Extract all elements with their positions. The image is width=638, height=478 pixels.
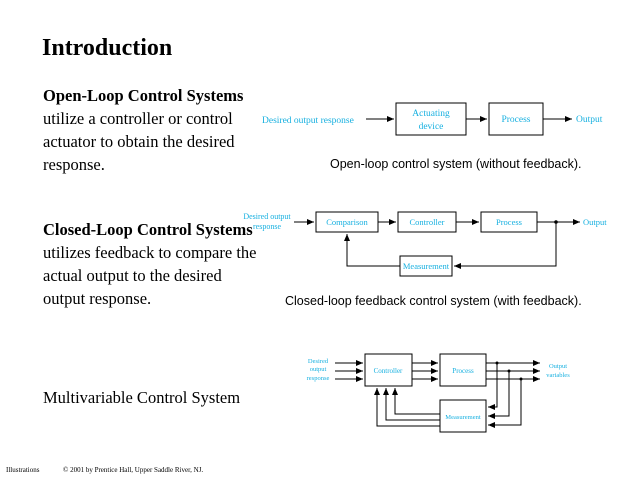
d3-controller-label: Controller <box>374 367 403 375</box>
d2-measurement-label: Measurement <box>403 261 450 271</box>
open-loop-paragraph: Open-Loop Control Systems utilize a cont… <box>43 84 268 176</box>
multivariable-label: Multivariable Control System <box>43 388 241 407</box>
open-loop-diagram: Desired output response Actuating device… <box>262 102 603 171</box>
d3-input-line2: output <box>310 366 327 373</box>
d2-comparison-label: Comparison <box>326 217 368 227</box>
d2-input-line2: response <box>253 222 281 231</box>
d2-process-label: Process <box>496 217 522 227</box>
d3-measurement-label: Measurement <box>445 414 481 421</box>
d1-input-label: Desired output response <box>262 116 354 126</box>
multivariable-diagram: Desired output response Controller Proce… <box>307 353 570 433</box>
d1-actuating-line2: device <box>419 122 444 132</box>
slide-title: Introduction <box>42 35 173 61</box>
footer-illustrations: Illustrations <box>6 466 40 474</box>
d2-output-label: Output <box>583 217 607 227</box>
d2-caption: Closed-loop feedback control system (wit… <box>285 294 582 308</box>
closed-loop-paragraph: Closed-Loop Control Systems utilizes fee… <box>43 218 258 310</box>
d3-process-label: Process <box>452 367 474 375</box>
d3-input-line1: Desired <box>308 358 329 365</box>
d3-process-block <box>439 353 487 387</box>
open-loop-heading: Open-Loop Control Systems <box>43 86 244 105</box>
d3-output-line1: Output <box>549 363 567 370</box>
d1-process-label: Process <box>501 115 530 125</box>
d1-process-block <box>488 102 544 136</box>
d2-controller-label: Controller <box>410 217 445 227</box>
closed-loop-text: utilizes feedback to compare the actual … <box>43 243 257 308</box>
d3-controller-block <box>364 353 413 387</box>
d2-input-line1: Desired output <box>243 212 291 221</box>
d1-actuating-block <box>395 102 467 136</box>
open-loop-text: utilize a controller or control actuator… <box>43 109 235 174</box>
closed-loop-diagram: Desired output response Comparison Contr… <box>243 211 607 308</box>
d3-input-line3: response <box>307 375 330 382</box>
closed-loop-heading: Closed-Loop Control Systems <box>43 220 253 239</box>
d1-output-label: Output <box>576 115 603 125</box>
d3-measurement-block <box>439 399 487 433</box>
footer-copyright: © 2001 by Prentice Hall, Upper Saddle Ri… <box>63 466 203 474</box>
d1-caption: Open-loop control system (without feedba… <box>330 157 582 171</box>
d3-output-line2: variables <box>546 372 570 379</box>
d1-actuating-line1: Actuating <box>412 109 450 119</box>
